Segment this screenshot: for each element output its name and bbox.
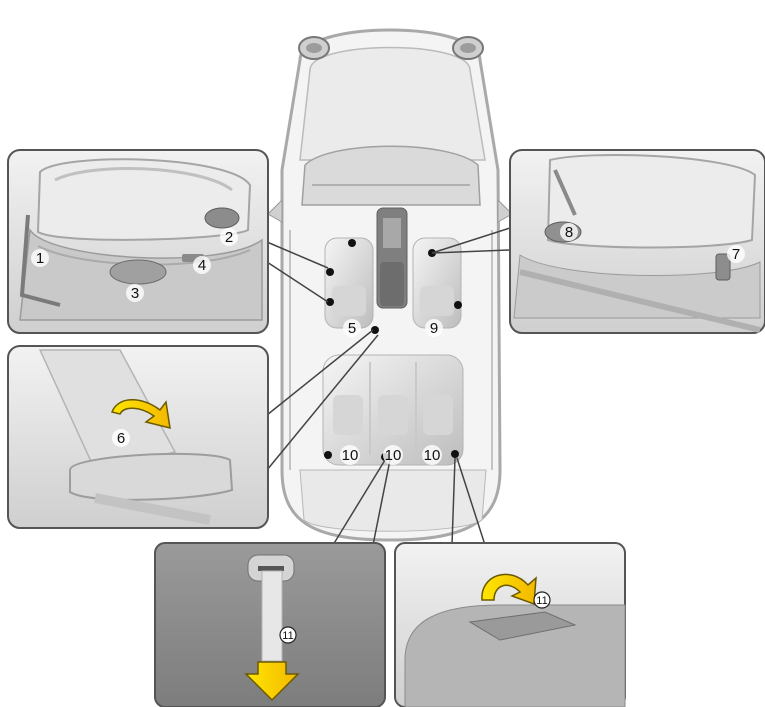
- armrest-rotate-arrow: [111, 399, 171, 430]
- flip-open-arrow: [481, 573, 537, 606]
- callout-5: 5: [343, 319, 361, 337]
- svg-text:11: 11: [282, 630, 293, 642]
- svg-text:2: 2: [225, 229, 233, 246]
- callout-10-right: 10: [422, 445, 442, 465]
- callout-11-cover: 11: [533, 591, 551, 609]
- svg-text:7: 7: [732, 246, 740, 263]
- callout-10-center: 10: [383, 445, 403, 465]
- panel-rear-seat-strap: [154, 542, 386, 707]
- svg-text:1: 1: [36, 250, 44, 267]
- panel-passenger-seat: [509, 149, 765, 334]
- svg-text:9: 9: [430, 320, 438, 337]
- svg-text:10: 10: [385, 447, 402, 464]
- callout-2: 2: [220, 228, 238, 246]
- callout-1: 1: [31, 249, 49, 267]
- callout-9: 9: [425, 319, 443, 337]
- panel-armrest-cover: [394, 542, 626, 707]
- callout-7: 7: [727, 245, 745, 263]
- svg-text:11: 11: [536, 595, 547, 607]
- callout-8: 8: [560, 223, 578, 241]
- svg-text:10: 10: [342, 447, 359, 464]
- leader-lines: [266, 227, 511, 546]
- callout-3: 3: [126, 284, 144, 302]
- panel-seatback-armrest: [7, 345, 269, 529]
- svg-text:4: 4: [198, 257, 206, 274]
- pull-down-arrow: [244, 661, 300, 702]
- callout-4: 4: [193, 256, 211, 274]
- callout-11-strap: 11: [279, 626, 297, 644]
- car-top-view: [267, 28, 513, 542]
- svg-text:5: 5: [348, 320, 356, 337]
- callout-6: 6: [112, 429, 130, 447]
- panel-driver-seat-controls: [7, 149, 269, 334]
- callout-10-left: 10: [340, 445, 360, 465]
- svg-text:6: 6: [117, 430, 125, 447]
- svg-text:10: 10: [424, 447, 441, 464]
- svg-text:3: 3: [131, 285, 139, 302]
- callout-labels: 1 2 3 4 5 6 7 8: [31, 223, 745, 644]
- svg-text:8: 8: [565, 224, 573, 241]
